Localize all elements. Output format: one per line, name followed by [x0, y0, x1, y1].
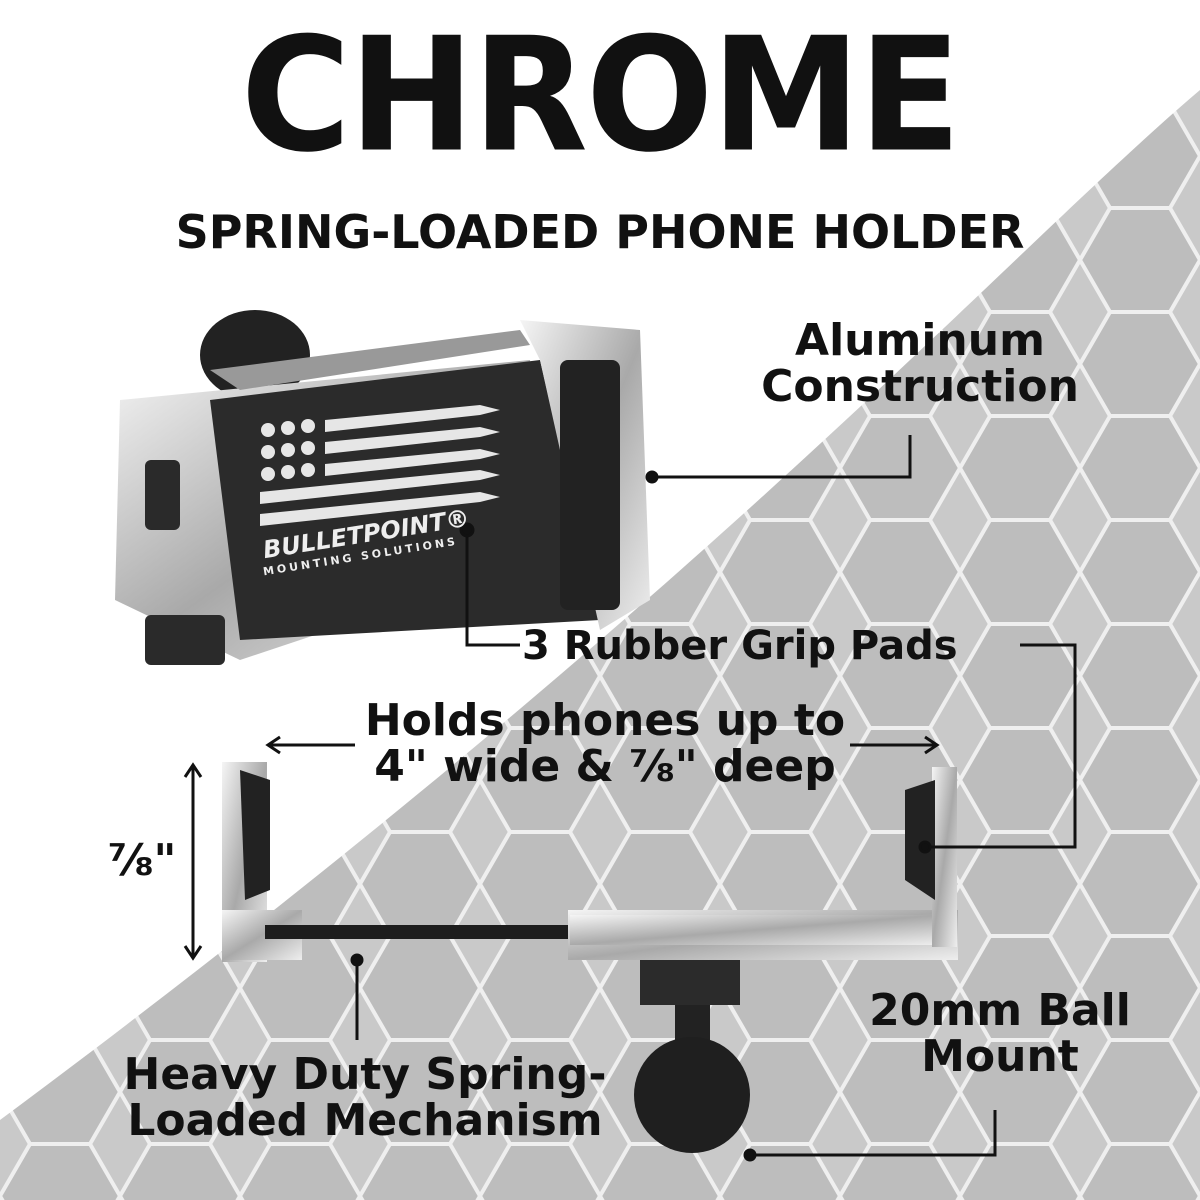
callout-aluminum-construction: Aluminum Construction: [761, 315, 1079, 413]
callout-spring-mechanism: Heavy Duty Spring-Loaded Mechanism: [123, 1049, 607, 1147]
callout-depth: ⅞": [108, 835, 177, 886]
ball-mount: [634, 1037, 750, 1153]
phone-holder-top-view: [115, 310, 650, 665]
callout-phone-size: Holds phones up to 4" wide & ⅞" deep: [364, 695, 846, 793]
callout-ball-mount: 20mm Ball Mount: [869, 985, 1131, 1083]
phone-holder-side-view: [222, 762, 958, 1153]
callout-rubber-grip-pads: 3 Rubber Grip Pads: [522, 623, 958, 669]
page-subtitle: SPRING-LOADED PHONE HOLDER: [175, 205, 1025, 259]
page-title: CHROME: [240, 4, 961, 188]
leader-lines: [183, 435, 1077, 1162]
